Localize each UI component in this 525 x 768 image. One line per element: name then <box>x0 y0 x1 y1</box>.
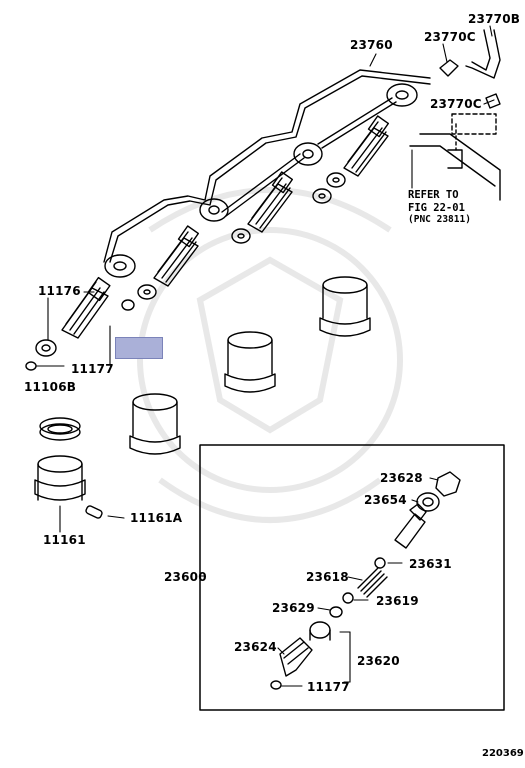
label-23600: 23600 <box>164 570 207 584</box>
label-23620: 23620 <box>357 654 400 668</box>
label-11106b: 11106B <box>24 380 77 394</box>
label-11161a: 11161A <box>130 511 183 525</box>
label-11161: 11161 <box>43 533 86 547</box>
label-11177-upper: 11177 <box>71 362 114 376</box>
gasket-11106b <box>39 417 81 441</box>
label-23619: 23619 <box>376 594 419 608</box>
nozzle-holder-body <box>394 503 427 549</box>
injector-holder-3 <box>129 393 181 455</box>
injector-assembly-4 <box>343 115 390 177</box>
label-11176: 11176 <box>38 284 81 298</box>
distance-piece-23620 <box>309 621 331 641</box>
label-23624: 23624 <box>234 640 277 654</box>
label-23770c-top: 23770C <box>424 30 476 44</box>
label-23770c-mid: 23770C <box>430 97 482 111</box>
label-23631: 23631 <box>409 557 452 571</box>
clamp-23770c-top <box>439 59 459 77</box>
injector-assembly-3 <box>247 171 294 233</box>
injector-assembly-1 <box>61 276 111 339</box>
engine-reference-outline <box>409 133 501 201</box>
label-23654: 23654 <box>364 493 407 507</box>
label-23618: 23618 <box>306 570 349 584</box>
injector-assembly-2 <box>153 225 200 287</box>
reference-dashed-outline <box>451 113 497 135</box>
leader-lines <box>35 25 495 687</box>
gasket-23654 <box>416 492 440 512</box>
nozzle-23624 <box>279 637 313 677</box>
refer-note-line1: REFER TO <box>408 189 459 201</box>
redaction-box <box>115 337 163 359</box>
figure-number: 220369 <box>482 748 524 759</box>
label-11177-lower: 11177 <box>307 680 350 694</box>
label-23629: 23629 <box>272 601 315 615</box>
injector-holder-1 <box>319 276 371 337</box>
injector-holder-11161 <box>34 455 86 501</box>
refer-note-line3: (PNC 23811) <box>408 214 471 225</box>
hose-23770b <box>465 29 501 79</box>
nut-23628 <box>435 471 461 497</box>
washer-11177-lower <box>270 680 282 690</box>
pin-11161a <box>85 505 103 519</box>
spring-23618 <box>357 567 388 598</box>
label-23628: 23628 <box>380 471 423 485</box>
injector-holder-2 <box>224 331 276 393</box>
watermark-emblem <box>137 187 403 523</box>
label-23760: 23760 <box>350 38 393 52</box>
pipe-washers <box>104 83 418 311</box>
detail-box <box>199 444 505 711</box>
ball-23631 <box>374 557 386 569</box>
injection-pipe-23760 <box>103 69 431 263</box>
washer-23629 <box>329 606 343 618</box>
label-23770b: 23770B <box>468 12 521 26</box>
refer-note-line2: FIG 22-01 <box>408 202 465 214</box>
pin-23619 <box>342 592 354 604</box>
clamp-23770c-mid <box>485 93 501 109</box>
